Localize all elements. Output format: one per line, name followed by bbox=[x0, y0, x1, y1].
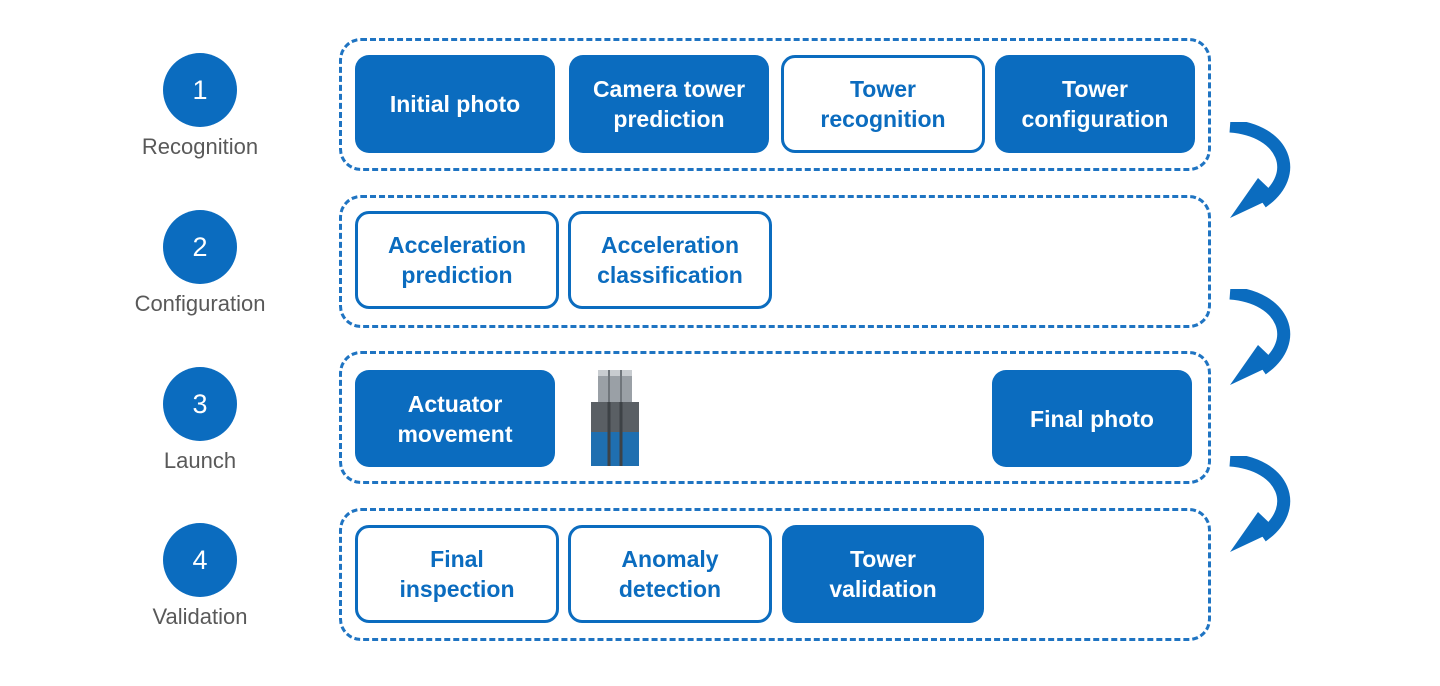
box-anomaly-detection: Anomaly detection bbox=[568, 525, 772, 623]
box-tower-recognition: Tower recognition bbox=[781, 55, 985, 153]
box-final-inspection: Final inspection bbox=[355, 525, 559, 623]
step-4-label: Validation bbox=[152, 604, 248, 629]
actuator-icon bbox=[591, 370, 639, 466]
step-3-label: Launch bbox=[163, 448, 237, 473]
box-acceleration-prediction: Acceleration prediction bbox=[355, 211, 559, 309]
box-tower-validation: Tower validation bbox=[782, 525, 984, 623]
step-1-label: Recognition bbox=[141, 134, 259, 159]
stage-validation bbox=[339, 508, 1211, 641]
box-acceleration-classification: Acceleration classification bbox=[568, 211, 772, 309]
step-3-circle: 3 bbox=[163, 367, 237, 441]
step-2-label: Configuration bbox=[134, 291, 266, 316]
box-tower-configuration: Tower configuration bbox=[995, 55, 1195, 153]
curved-arrow-icon bbox=[1229, 456, 1291, 552]
box-camera-tower-prediction: Camera tower prediction bbox=[569, 55, 769, 153]
curved-arrow-icon bbox=[1229, 289, 1291, 385]
box-final-photo: Final photo bbox=[992, 370, 1192, 467]
step-4-circle: 4 bbox=[163, 523, 237, 597]
stage-recognition bbox=[339, 38, 1211, 171]
box-initial-photo: Initial photo bbox=[355, 55, 555, 153]
stage-configuration bbox=[339, 195, 1211, 328]
curved-arrow-icon bbox=[1229, 122, 1291, 218]
stage-launch bbox=[339, 351, 1211, 484]
box-actuator-movement: Actuator movement bbox=[355, 370, 555, 467]
step-1-circle: 1 bbox=[163, 53, 237, 127]
step-2-circle: 2 bbox=[163, 210, 237, 284]
